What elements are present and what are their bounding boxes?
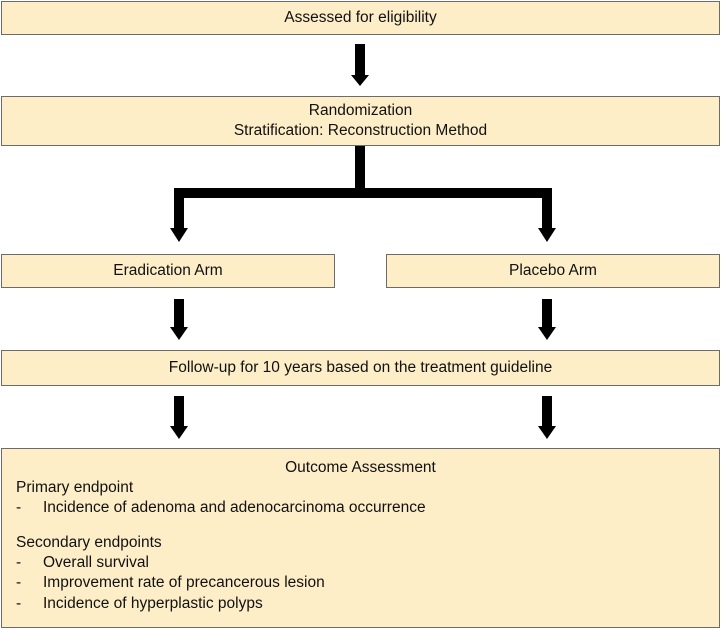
- arrow-eradication-to-followup: [170, 299, 188, 340]
- bullet-dash: -: [16, 499, 22, 516]
- outcome-box: Outcome Assessment Primary endpoint - In…: [1, 448, 720, 628]
- randomization-box: Randomization Stratification: Reconstruc…: [1, 96, 720, 146]
- list-item: - Incidence of hyperplastic polyps: [16, 594, 719, 615]
- split-connector: [170, 146, 556, 242]
- bullet-dash: -: [16, 553, 22, 571]
- eligibility-label: Assessed for eligibility: [284, 9, 437, 26]
- arrow-placebo-to-followup: [538, 299, 556, 340]
- arrow-eligibility-to-randomization: [351, 44, 369, 86]
- arrow-followup-to-outcome-right: [538, 396, 556, 439]
- primary-endpoint-heading: Primary endpoint: [16, 479, 134, 496]
- randomization-title: Randomization: [308, 102, 413, 119]
- followup-box: Follow-up for 10 years based on the trea…: [1, 350, 720, 386]
- list-item: - Incidence of adenoma and adenocarcinom…: [16, 498, 719, 519]
- secondary-endpoint-item: Overall survival: [43, 553, 149, 571]
- list-item: - Overall survival: [16, 553, 719, 574]
- eligibility-box: Assessed for eligibility: [1, 1, 720, 35]
- primary-endpoint-item: Incidence of adenoma and adenocarcinoma …: [43, 499, 426, 516]
- eradication-arm-label: Eradication Arm: [113, 262, 223, 279]
- secondary-endpoint-item: Improvement rate of precancerous lesion: [43, 574, 325, 591]
- secondary-endpoint-item: Incidence of hyperplastic polyps: [43, 594, 263, 612]
- stratification-label: Stratification: Reconstruction Method: [233, 122, 488, 139]
- list-item: - Improvement rate of precancerous lesio…: [16, 573, 719, 594]
- bullet-dash: -: [16, 594, 22, 612]
- arrow-followup-to-outcome-left: [170, 396, 188, 439]
- eradication-arm-box: Eradication Arm: [1, 254, 335, 288]
- secondary-endpoints-heading: Secondary endpoints: [16, 533, 162, 551]
- placebo-arm-label: Placebo Arm: [509, 262, 597, 279]
- followup-label: Follow-up for 10 years based on the trea…: [168, 359, 553, 376]
- outcome-title: Outcome Assessment: [285, 459, 436, 476]
- bullet-dash: -: [16, 574, 22, 591]
- placebo-arm-box: Placebo Arm: [386, 254, 720, 288]
